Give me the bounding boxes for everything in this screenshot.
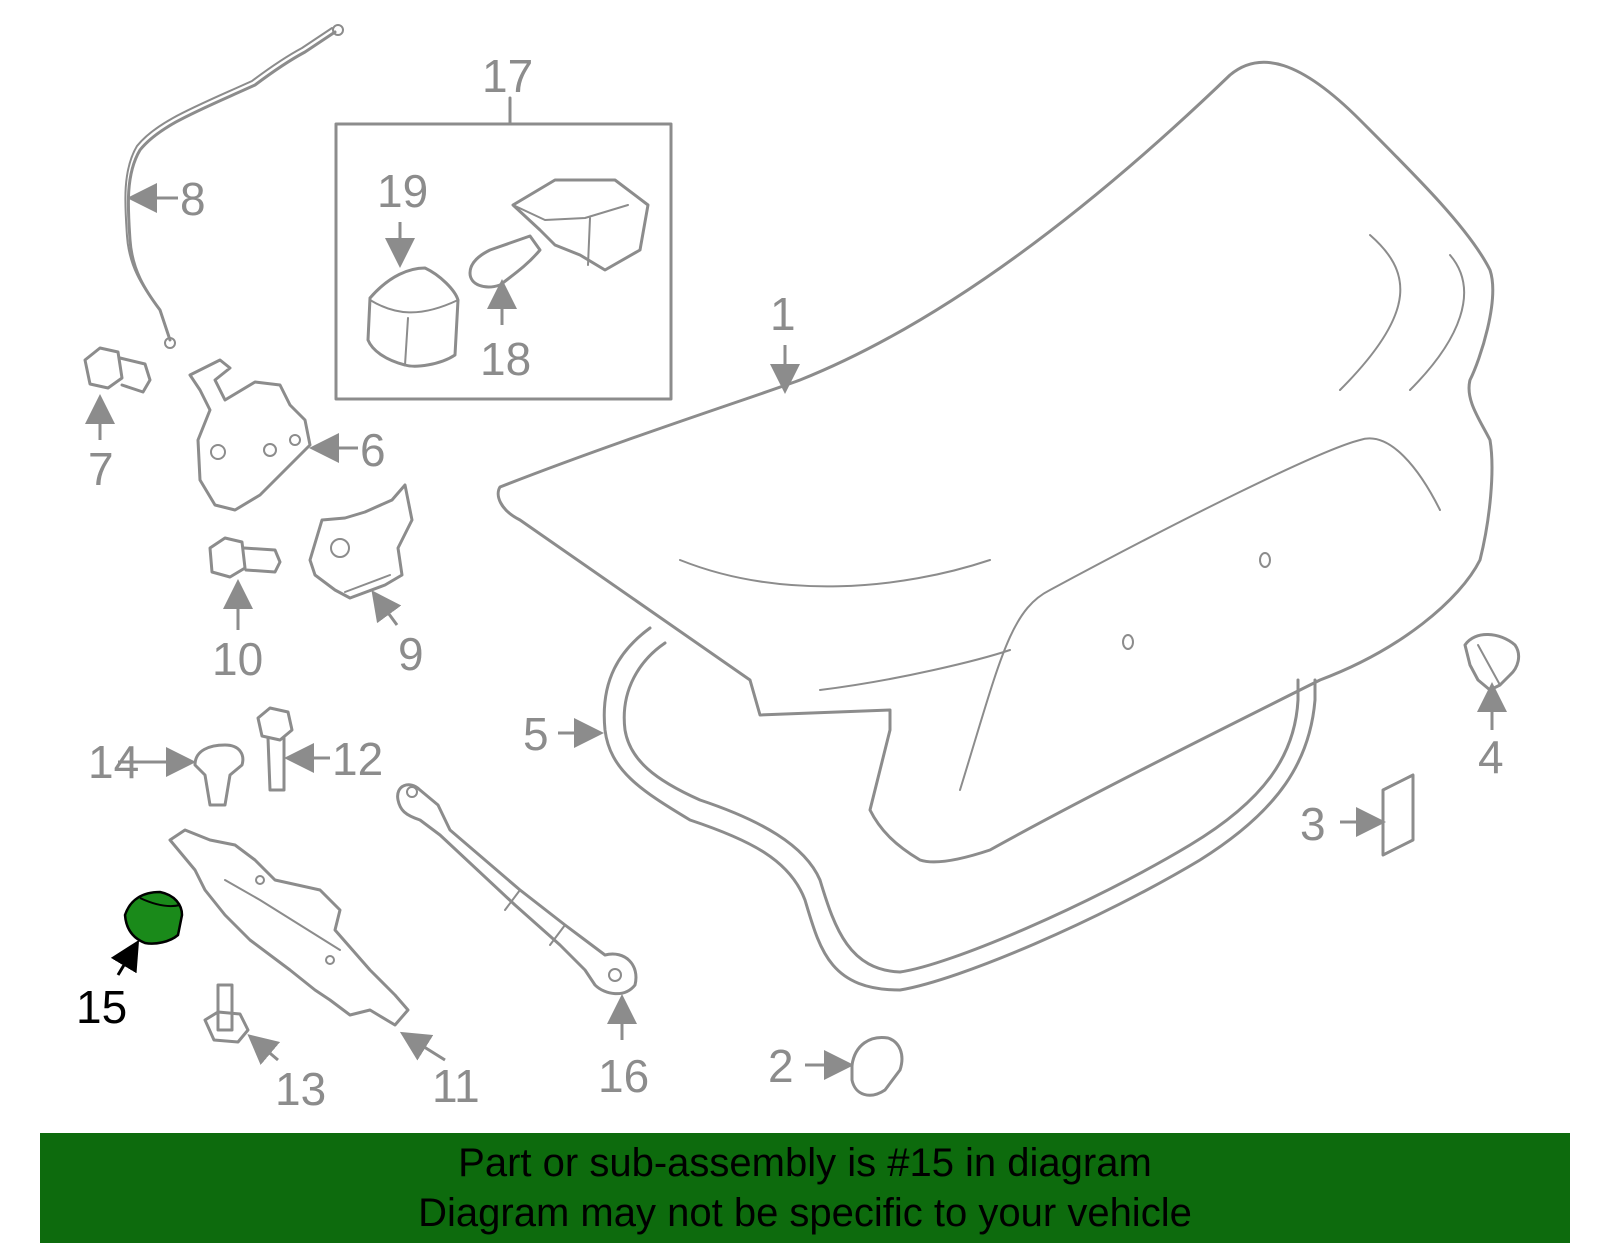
callout-labels: 1 2 3 4 5 6 7 8 9 10 11 12 13 14 15 16 1… [76,50,1504,1115]
switch-housing [511,178,650,272]
trunk-lid [496,60,1495,864]
bolt-13 [203,983,250,1044]
clip-14 [193,743,245,807]
clip-4 [1463,633,1521,692]
callout-13: 13 [275,1063,326,1115]
bumper-2 [850,1035,904,1097]
callout-15: 15 [76,981,127,1033]
callout-2: 2 [768,1040,794,1092]
weatherstrip [602,626,1317,992]
callout-8: 8 [180,173,206,225]
callout-17: 17 [482,50,533,102]
callout-1: 1 [770,288,796,340]
callout-16: 16 [598,1050,649,1102]
bolt-12 [256,706,294,792]
callout-11: 11 [432,1060,480,1112]
cable-8 [124,24,344,349]
callout-10: 10 [212,633,263,685]
callout-14: 14 [88,736,139,788]
callout-6: 6 [360,424,386,476]
callout-9: 9 [398,628,424,680]
callout-7: 7 [88,443,114,495]
banner-line-1: Part or sub-assembly is #15 in diagram [458,1141,1152,1185]
banner-line-2: Diagram may not be specific to your vehi… [418,1191,1192,1235]
info-banner: Part or sub-assembly is #15 in diagram D… [40,1133,1570,1243]
bolt-7 [83,346,152,394]
callout-19: 19 [377,165,428,217]
callout-5: 5 [523,708,549,760]
clip-18 [468,234,542,289]
cap-19 [366,266,460,368]
part-17-kit-box [334,96,673,401]
callout-18: 18 [480,333,531,385]
gas-strut-16 [396,783,638,996]
bumper-15-highlighted [123,890,184,945]
emblem-3 [1381,773,1415,857]
latch-6 [188,358,312,512]
hinge-bracket-11 [168,828,410,1027]
callout-arrows [85,183,1507,1080]
callout-12: 12 [332,733,383,785]
callout-3: 3 [1300,798,1326,850]
striker-9 [308,483,414,600]
callout-4: 4 [1478,731,1504,783]
bolt-10 [208,536,282,579]
